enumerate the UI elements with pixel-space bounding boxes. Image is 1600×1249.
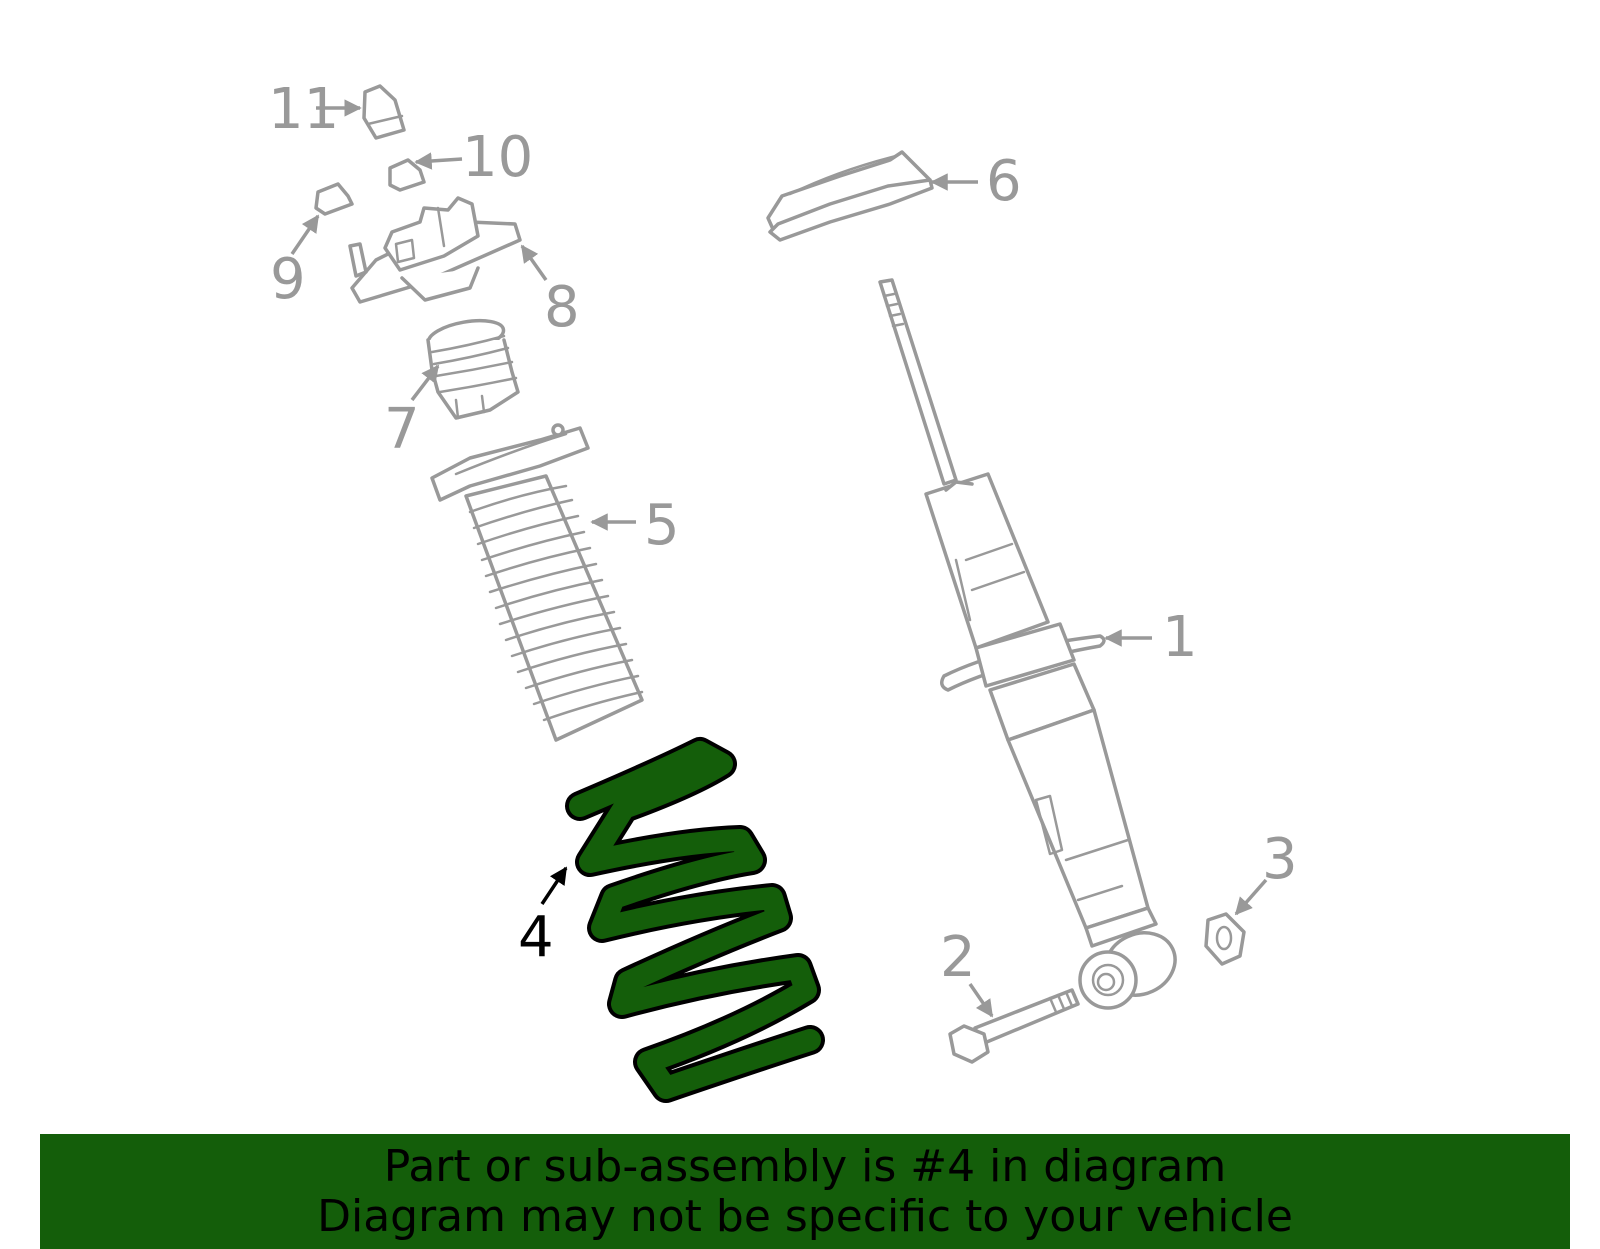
callout-2: 2: [940, 925, 976, 990]
part-5-dust-boot[interactable]: [430, 423, 644, 742]
callout-9: 9: [270, 247, 306, 312]
callout-labels: 11 10 9 8 7 5 6 1 2 3 4: [268, 77, 1298, 990]
part-1-shock-absorber[interactable]: [878, 278, 1185, 1010]
leader-lines: [290, 99, 1268, 1018]
callout-7: 7: [384, 397, 420, 462]
callout-10: 10: [462, 125, 533, 190]
callout-3: 3: [1262, 827, 1298, 892]
dust-boot-ribs: [468, 484, 644, 722]
part-6-spring-seat[interactable]: [766, 150, 934, 242]
callout-5: 5: [644, 493, 680, 558]
info-banner: Part or sub-assembly is #4 in diagram Di…: [40, 1134, 1570, 1249]
part-8-upper-mount[interactable]: [348, 196, 522, 304]
callout-11: 11: [268, 77, 339, 142]
part-3-nut[interactable]: [1204, 912, 1246, 966]
part-10-nut[interactable]: [388, 158, 426, 192]
banner-line-2: Diagram may not be specific to your vehi…: [317, 1190, 1293, 1242]
callout-1: 1: [1162, 605, 1198, 670]
part-11-cap[interactable]: [362, 84, 406, 140]
banner-line-1: Part or sub-assembly is #4 in diagram: [383, 1140, 1227, 1192]
part-2-bolt[interactable]: [948, 988, 1080, 1064]
part-4-coil-spring[interactable]: [565, 737, 825, 1103]
part-9-nut[interactable]: [314, 182, 354, 216]
callout-6: 6: [986, 149, 1022, 214]
callout-8: 8: [544, 275, 580, 340]
part-7-jounce-bumper[interactable]: [426, 316, 520, 420]
callout-4: 4: [518, 905, 554, 970]
